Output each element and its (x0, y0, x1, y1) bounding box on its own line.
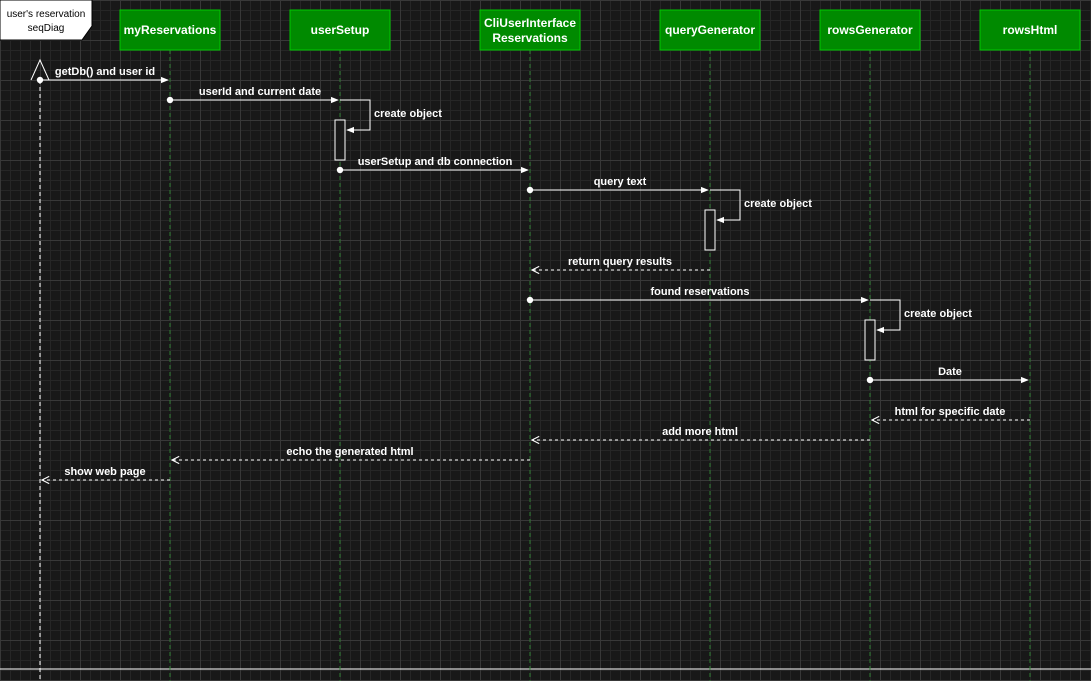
message-userid-date[interactable]: userId and current date (166, 86, 339, 104)
activation-rowsGenerator (864, 319, 876, 361)
message-label: html for specific date (895, 406, 1006, 418)
message-label: create object (904, 308, 972, 320)
message-label: add more html (662, 426, 738, 438)
activation-queryGenerator (704, 209, 716, 251)
frame-title-line1: user's reservation (7, 9, 86, 20)
participant-label: myReservations (124, 23, 217, 37)
participant-label: userSetup (311, 23, 370, 37)
message-found-reservations[interactable]: found reservations (526, 286, 869, 304)
participant-myReservations[interactable]: myReservations (119, 9, 221, 51)
frame-title-line2: seqDiag (28, 23, 65, 34)
message-usersetup-db[interactable]: userSetup and db connection (336, 156, 529, 174)
message-label: show web page (64, 466, 145, 478)
participant-userSetup[interactable]: userSetup (289, 9, 391, 51)
participant-rowsGenerator[interactable]: rowsGenerator (819, 9, 921, 51)
actor-icon (30, 58, 50, 81)
message-label: create object (744, 198, 812, 210)
message-create-object-usersetup[interactable]: create object (340, 99, 442, 134)
participant-cliUserInterfaceReservations[interactable]: CliUserInterface Reservations (479, 9, 581, 51)
participant-label-line1: CliUserInterface (484, 16, 576, 30)
message-label: query text (594, 176, 647, 188)
message-echo-html[interactable]: echo the generated html (172, 446, 530, 460)
message-getdb[interactable]: getDb() and user id (36, 66, 169, 84)
message-html-specific-date[interactable]: html for specific date (872, 406, 1030, 420)
message-label: create object (374, 108, 442, 120)
participant-label: rowsGenerator (827, 23, 913, 37)
message-label: Date (938, 366, 962, 378)
message-add-more-html[interactable]: add more html (532, 426, 870, 440)
message-label: echo the generated html (286, 446, 413, 458)
activation-userSetup (334, 119, 346, 161)
message-date[interactable]: Date (866, 366, 1029, 384)
participant-label: queryGenerator (665, 23, 755, 37)
participant-rowsHtml[interactable]: rowsHtml (979, 9, 1081, 51)
participant-label-line2: Reservations (492, 31, 568, 45)
message-label: return query results (568, 256, 672, 268)
frame-label: user's reservation seqDiag (0, 0, 93, 41)
participant-label: rowsHtml (1003, 23, 1058, 37)
message-return-query-results[interactable]: return query results (532, 256, 710, 270)
message-label: getDb() and user id (55, 66, 155, 78)
message-create-object-querygenerator[interactable]: create object (710, 189, 812, 224)
participant-queryGenerator[interactable]: queryGenerator (659, 9, 761, 51)
message-show-web-page[interactable]: show web page (42, 466, 170, 480)
message-query-text[interactable]: query text (526, 176, 709, 194)
message-label: userId and current date (199, 86, 321, 98)
message-create-object-rowsgenerator[interactable]: create object (870, 299, 972, 334)
message-label: found reservations (650, 286, 749, 298)
message-label: userSetup and db connection (358, 156, 513, 168)
